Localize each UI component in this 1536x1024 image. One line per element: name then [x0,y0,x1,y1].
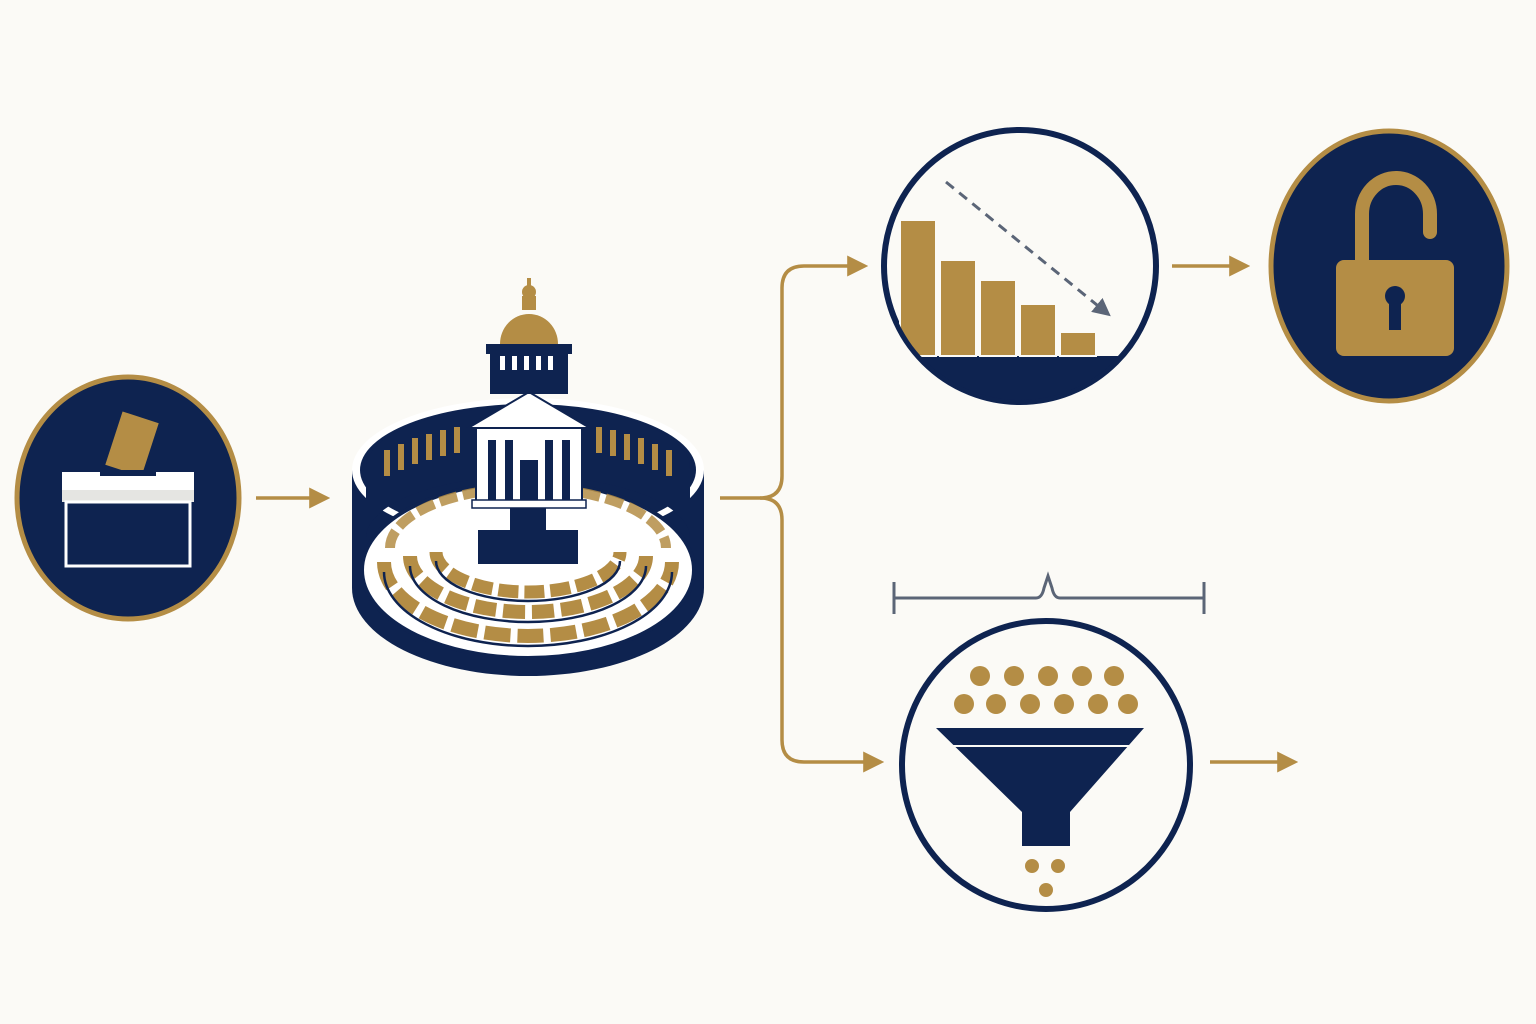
range-bracket [892,571,1206,614]
branch-connector [720,255,885,773]
input-dots [954,666,1138,714]
decline-trend-arrow [945,180,1111,317]
parliament-node [352,278,704,676]
output-dots [1025,859,1065,897]
parliament-chamber-icon [352,278,704,676]
declining-bar-2 [939,259,977,357]
unlocked-padlock-icon [1336,171,1454,356]
declining-bar-5 [1059,331,1097,357]
bar-group [899,219,1097,357]
funnel-filter-node [899,618,1193,912]
funnel-filter-icon [936,666,1144,897]
declining-bars-node [881,127,1159,405]
unlocked-padlock-node [1268,128,1510,404]
declining-bar-1 [899,219,937,357]
declining-bar-3 [979,279,1017,357]
ballot-box-node [14,374,242,622]
ballot-box-icon [62,411,194,568]
declining-bar-4 [1019,303,1057,357]
